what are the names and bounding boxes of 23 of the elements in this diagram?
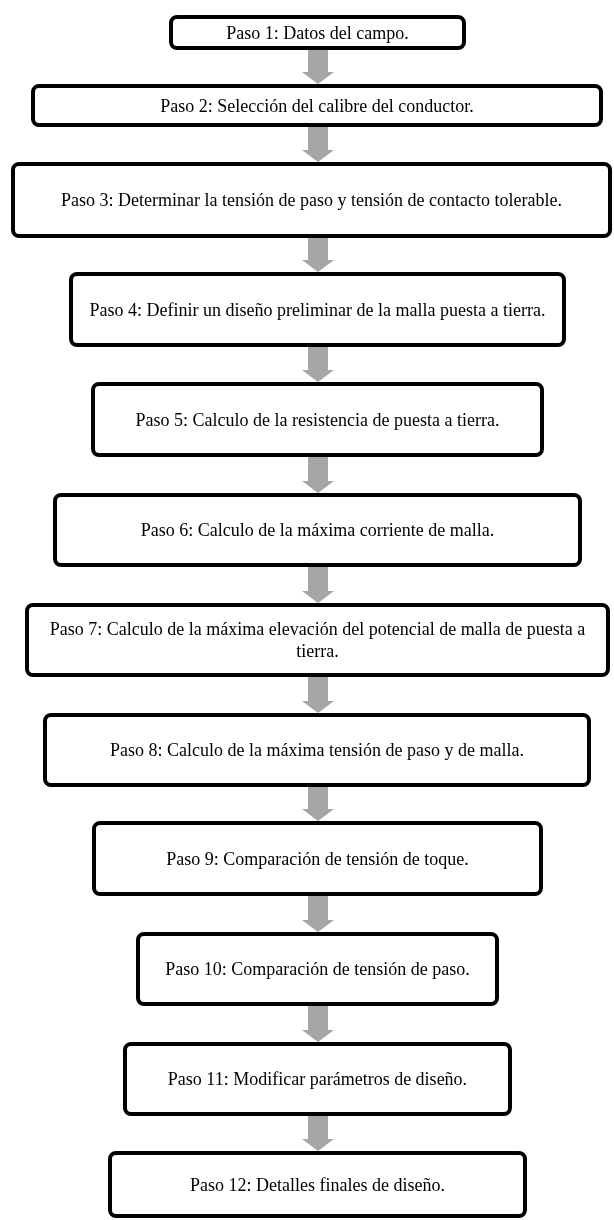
block-arrow (302, 127, 334, 162)
process-box: Paso 8: Calculo de la máxima tensión de paso y de malla. (43, 713, 591, 787)
block-arrow (302, 1006, 334, 1042)
process-box: Paso 10: Comparación de tensión de paso. (136, 932, 499, 1006)
block-arrow (302, 1116, 334, 1151)
process-box: Paso 9: Comparación de tensión de toque. (92, 821, 543, 896)
block-arrow (302, 787, 334, 821)
block-arrow (302, 457, 334, 493)
block-arrow (302, 896, 334, 932)
process-box: Paso 6: Calculo de la máxima corriente de malla. (53, 493, 582, 567)
process-box: Paso 1: Datos del campo. (169, 15, 466, 50)
block-arrow (302, 50, 334, 84)
process-box: Paso 5: Calculo de la resistencia de puesta a tierra. (91, 382, 544, 457)
block-arrow (302, 567, 334, 603)
process-box: Paso 4: Definir un diseño preliminar de la malla puesta a tierra. (69, 272, 566, 347)
block-arrow (302, 347, 334, 382)
process-box: Paso 11: Modificar parámetros de diseño. (123, 1042, 512, 1116)
block-arrow (302, 238, 334, 272)
process-box: Paso 3: Determinar la tensión de paso y tensión de contacto tolerable. (11, 162, 612, 238)
process-box: Paso 7: Calculo de la máxima elevación del potencial de malla de puesta a tierra. (25, 603, 610, 677)
process-box: Paso 2: Selección del calibre del conductor. (31, 84, 603, 127)
block-arrow (302, 677, 334, 713)
process-box: Paso 12: Detalles finales de diseño. (108, 1151, 527, 1218)
